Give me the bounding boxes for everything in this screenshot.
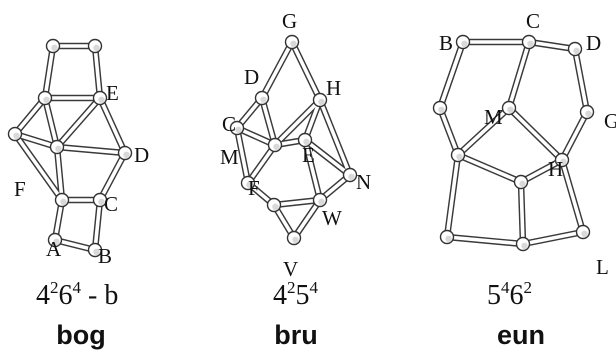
- vertex-node-shade: [438, 107, 444, 113]
- vertex-node-shade: [318, 199, 324, 205]
- vertex-node-shade: [292, 237, 298, 243]
- vertex-label: A: [46, 237, 62, 261]
- caption-text: 6: [59, 280, 73, 311]
- vertex-label: B: [439, 31, 453, 55]
- vertex-label: F: [248, 176, 260, 200]
- vertex-node-shade: [260, 97, 266, 103]
- vertex-node-shade: [272, 204, 278, 210]
- vertex-label: N: [356, 170, 371, 194]
- edge: [509, 108, 562, 160]
- caption-superscript: 2: [50, 278, 59, 297]
- vertex-node-shade: [273, 144, 279, 150]
- panel-eun: B C D M G H L 5462 eun: [434, 9, 616, 350]
- caption-superscript: 2: [287, 278, 296, 297]
- vertex-label: D: [586, 31, 601, 55]
- caption-text: - b: [81, 280, 118, 311]
- vertex-label: G: [282, 9, 297, 33]
- caption-text: 5: [487, 280, 501, 311]
- vertex-node-shade: [235, 127, 241, 133]
- caption-symbol: 4254: [273, 278, 319, 311]
- edge: [523, 232, 583, 244]
- vertex-label: C: [104, 192, 118, 216]
- edge: [57, 98, 100, 147]
- vertex-label: C: [526, 9, 540, 33]
- vertex-node-shade: [585, 111, 591, 117]
- vertex-label: F: [14, 177, 26, 201]
- vertex-node-shade: [43, 97, 49, 103]
- vertex-node-shade: [581, 231, 587, 237]
- edge: [440, 108, 458, 155]
- caption-text: 4: [273, 280, 287, 311]
- vertex-label: D: [244, 65, 259, 89]
- vertex-node-shade: [527, 41, 533, 47]
- vertex-node-shade: [123, 152, 129, 158]
- vertex-node-shade: [445, 236, 451, 242]
- vertex-label: H: [548, 157, 563, 181]
- caption-text: 6: [510, 280, 524, 311]
- vertex-node-shade: [456, 154, 462, 160]
- vertex-label: D: [134, 143, 149, 167]
- vertex-node-shade: [573, 48, 579, 54]
- vertex-label: B: [98, 244, 112, 268]
- net-name: eun: [497, 320, 545, 350]
- vertex-node-shade: [60, 199, 66, 205]
- vertex-node-shade: [290, 41, 296, 47]
- vertex-label: E: [106, 81, 119, 105]
- vertex-node-shade: [98, 97, 104, 103]
- caption-symbol: 5462: [487, 278, 532, 311]
- edge: [458, 155, 521, 182]
- caption-superscript: 4: [310, 278, 319, 297]
- edge: [447, 155, 458, 237]
- vertex-node-shade: [507, 107, 513, 113]
- vertex-label: W: [322, 206, 342, 230]
- caption-text: 4: [36, 280, 50, 311]
- vertex-node-shade: [461, 41, 467, 47]
- vertex-label: L: [596, 255, 609, 279]
- vertex-label: C: [222, 112, 236, 136]
- vertex-node-shade: [348, 174, 354, 180]
- vertex-node-shade: [13, 133, 19, 139]
- edge: [95, 46, 100, 98]
- edge: [95, 200, 100, 250]
- vertex-node-shade: [521, 243, 527, 249]
- edge: [575, 49, 587, 112]
- net-name: bog: [56, 320, 105, 350]
- vertex-node-shade: [93, 45, 99, 51]
- edge: [45, 98, 57, 147]
- edge: [521, 182, 523, 244]
- vertex-node-shade: [55, 146, 61, 152]
- edge: [562, 112, 587, 160]
- vertex-label: E: [302, 143, 315, 167]
- edge: [262, 42, 292, 98]
- vertex-node-shade: [519, 181, 525, 187]
- edge: [509, 42, 529, 108]
- vertex-node-shade: [51, 45, 57, 51]
- edge: [292, 42, 320, 100]
- caption-superscript: 2: [524, 278, 533, 297]
- caption-text: 5: [296, 280, 310, 311]
- vertex-label: G: [604, 109, 616, 133]
- panel-bog: E D F C A B 4264 - b bog: [9, 40, 150, 351]
- vertex-label: M: [484, 105, 503, 129]
- vertex-label: M: [220, 145, 239, 169]
- net-name: bru: [274, 320, 318, 350]
- caption-symbol: 4264 - b: [36, 278, 118, 311]
- edge: [100, 98, 125, 153]
- vertex-label: H: [326, 76, 341, 100]
- vertex-node-shade: [318, 99, 324, 105]
- edge: [562, 160, 583, 232]
